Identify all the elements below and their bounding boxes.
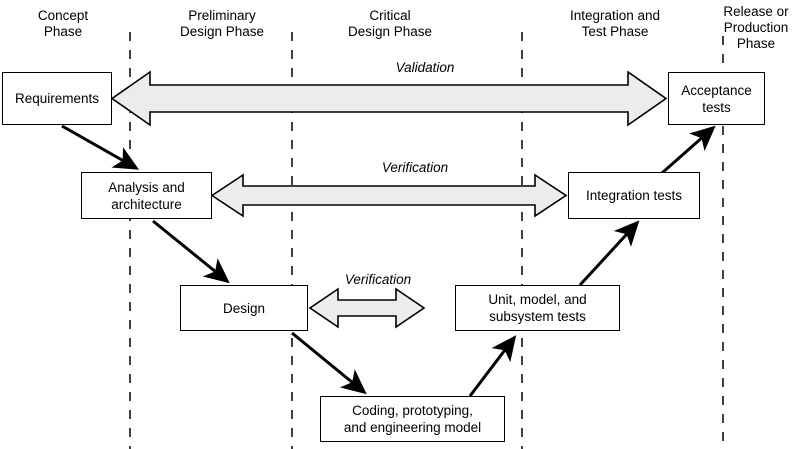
verification-lower-arrow [308,287,426,329]
arrow-analysis-to-design [152,219,230,284]
node-integration-tests[interactable]: Integration tests [568,172,700,219]
arrow-integration-tests-to-acceptance-tests [661,125,716,175]
arrow-design-to-coding [291,331,367,395]
phase-dividers [129,32,724,449]
validation-arrow [110,70,668,127]
phase-label-release-production: Release or Production Phase [723,4,789,51]
phase-label-concept: Concept Phase [37,8,89,39]
flow-arrows [61,124,716,397]
node-unit-model-subsystem-tests[interactable]: Unit, model, and subsystem tests [455,285,620,331]
arrow-coding-to-unit-tests [468,335,517,397]
phase-label-critical-design: Critical Design Phase [347,8,433,39]
node-acceptance-tests[interactable]: Acceptance tests [668,72,765,125]
label-validation: Validation [395,60,455,75]
label-verification-lower: Verification [344,272,412,287]
node-requirements[interactable]: Requirements [2,72,112,125]
verification-upper-arrow [210,173,568,218]
node-coding-prototyping[interactable]: Coding, prototyping, and engineering mod… [320,396,505,442]
node-analysis-and-architecture[interactable]: Analysis and architecture [81,172,212,219]
arrow-unit-tests-to-integration-tests [578,220,640,287]
arrow-requirements-to-analysis [61,124,140,170]
node-design[interactable]: Design [180,285,308,331]
phase-label-integration-test: Integration and Test Phase [569,8,661,39]
phase-label-preliminary-design: Preliminary Design Phase [179,8,265,39]
label-verification-upper: Verification [381,160,449,175]
